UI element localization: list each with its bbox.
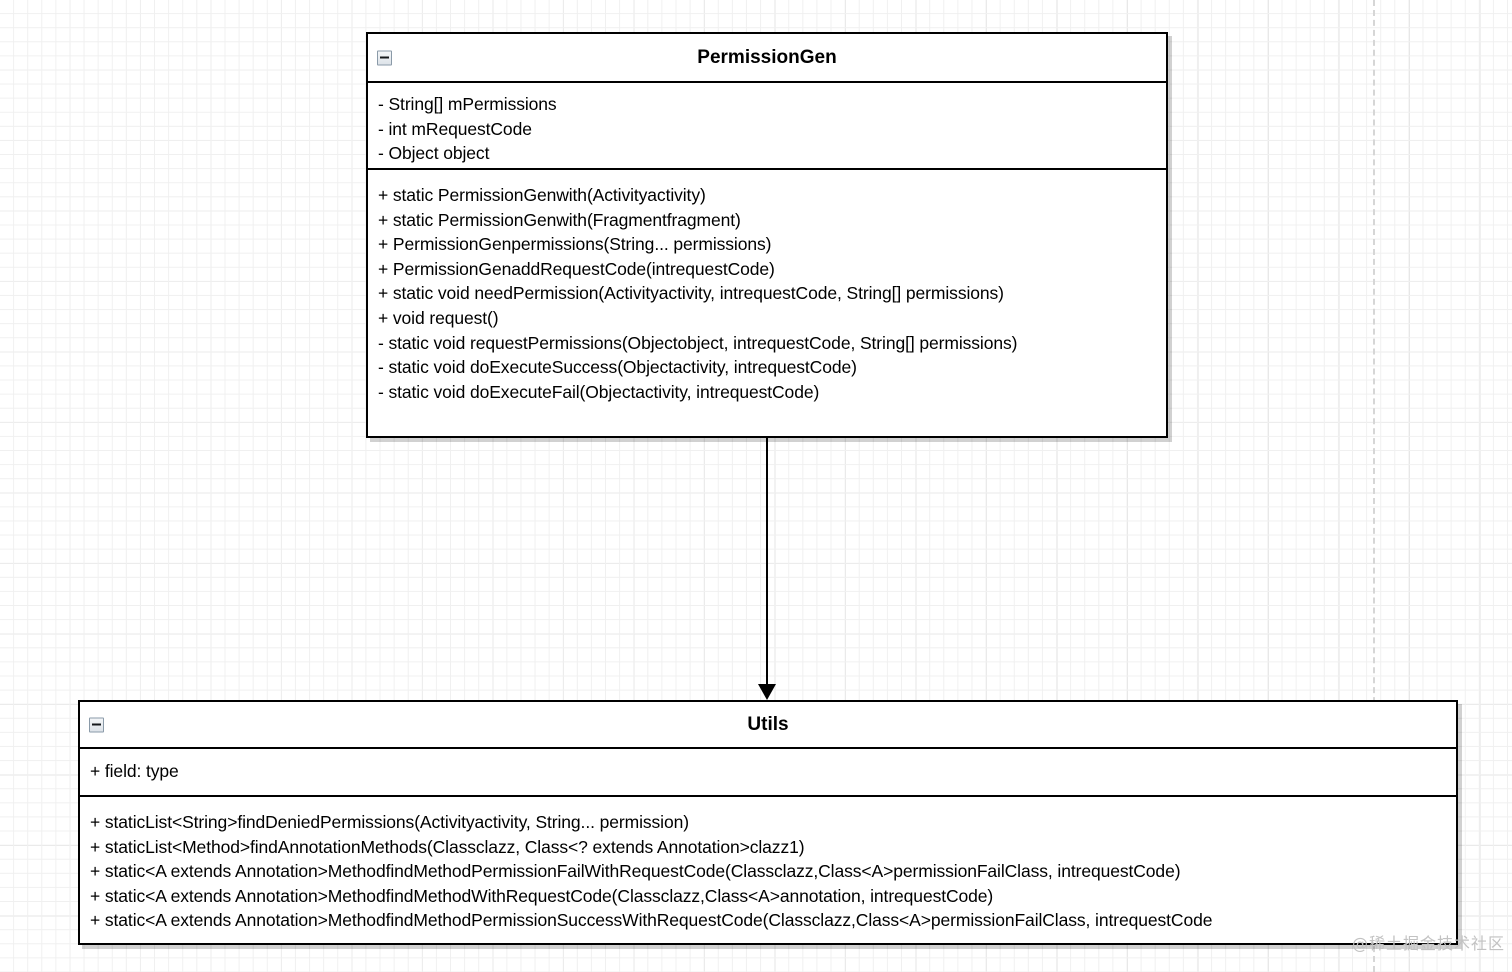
dependency-arrow[interactable]: [758, 438, 776, 700]
uml-method: + static<A extends Annotation>Methodfind…: [90, 910, 1213, 931]
arrow-shaft: [766, 438, 768, 686]
uml-class-title-bar: Utils: [80, 702, 1456, 749]
uml-method: - static void doExecuteFail(Objectactivi…: [378, 381, 820, 402]
uml-attribute: - String[] mPermissions: [378, 94, 557, 114]
uml-method: + static void needPermission(Activityact…: [378, 283, 1004, 304]
uml-method: + static PermissionGenwith(Fragmentfragm…: [378, 209, 741, 230]
uml-method: + void request(): [378, 307, 499, 328]
uml-methods-section: + staticList<String>findDeniedPermission…: [80, 797, 1456, 943]
uml-method: + static PermissionGenwith(Activityactiv…: [378, 185, 706, 205]
uml-class-permission-gen[interactable]: PermissionGen - String[] mPermissions - …: [366, 32, 1168, 438]
page-boundary-guide: [1373, 0, 1375, 972]
collapse-minus-icon[interactable]: [89, 717, 104, 732]
uml-method: + PermissionGenpermissions(String... per…: [378, 234, 772, 255]
uml-class-name: Utils: [747, 713, 789, 735]
uml-class-title-bar: PermissionGen: [368, 34, 1166, 83]
watermark: @稀土掘金技术社区: [1352, 934, 1506, 953]
uml-method: + static<A extends Annotation>Methodfind…: [90, 861, 1181, 882]
uml-attribute: - Object object: [378, 143, 490, 164]
uml-class-name: PermissionGen: [697, 46, 837, 68]
uml-attribute: + field: type: [90, 761, 179, 781]
uml-attributes-section: - String[] mPermissions - int mRequestCo…: [368, 83, 1166, 170]
uml-method: - static void doExecuteSuccess(Objectact…: [378, 357, 857, 378]
uml-method: + staticList<String>findDeniedPermission…: [90, 812, 689, 832]
uml-method: + staticList<Method>findAnnotationMethod…: [90, 836, 805, 857]
uml-method: - static void requestPermissions(Objecto…: [378, 332, 1018, 353]
uml-attributes-section: + field: type: [80, 749, 1456, 797]
uml-attribute: - int mRequestCode: [378, 118, 532, 139]
uml-class-utils[interactable]: Utils + field: type + staticList<String>…: [78, 700, 1458, 945]
uml-method: + PermissionGenaddRequestCode(intrequest…: [378, 258, 775, 279]
uml-method: + static<A extends Annotation>Methodfind…: [90, 885, 994, 906]
collapse-minus-icon[interactable]: [377, 50, 392, 65]
arrow-head-icon: [758, 684, 776, 700]
uml-methods-section: + static PermissionGenwith(Activityactiv…: [368, 170, 1166, 414]
